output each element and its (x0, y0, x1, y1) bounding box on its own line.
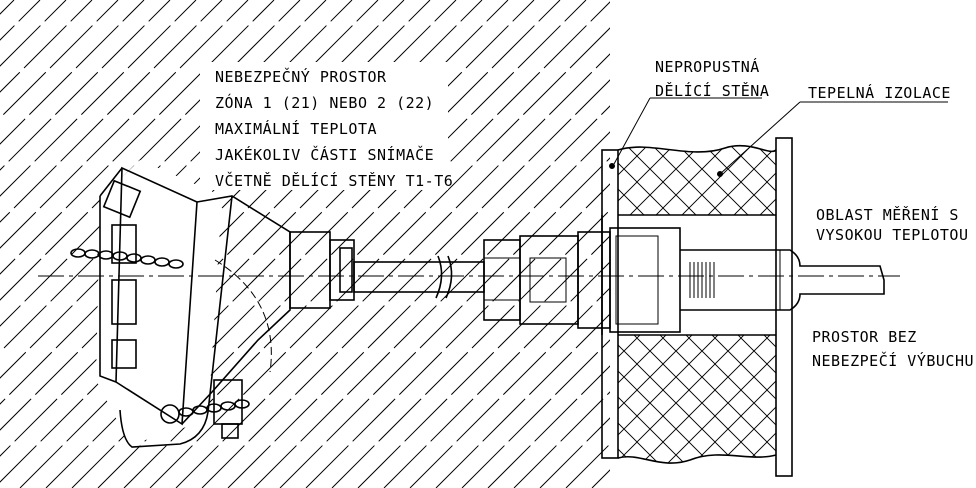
hatch-line (826, 0, 976, 488)
hatch-line (305, 0, 610, 488)
leader-lines (609, 97, 948, 177)
hatch-line (904, 0, 976, 488)
hatch-line (0, 0, 223, 488)
safe-area-label-1: PROSTOR BEZ (812, 328, 917, 346)
hatch-line (461, 0, 610, 488)
thermal-insulation-block (617, 137, 793, 477)
hatch-line (0, 0, 41, 488)
hatch-line (0, 0, 249, 488)
hatch-line (513, 0, 610, 488)
hatch-line (201, 0, 610, 488)
hazard-line-4: JAKÉKOLIV ČÁSTI SNÍMAČE (215, 145, 434, 164)
partition-label-2: DĚLÍCÍ STĚNA (655, 81, 769, 100)
hatch-line (435, 0, 610, 488)
insulation-label: TEPELNÁ IZOLACE (808, 83, 951, 102)
hatch-line (253, 0, 610, 488)
hazard-line-1: NEBEZPEČNÝ PROSTOR (215, 67, 387, 86)
hatch-line (852, 0, 976, 488)
hatch-line (227, 0, 610, 488)
hatch-line (0, 0, 145, 488)
hazard-text-backdrop (200, 62, 448, 190)
hatch-line (774, 0, 976, 488)
hatch-line (0, 0, 171, 488)
hatch-line (0, 0, 15, 488)
hatch-line (800, 0, 976, 488)
hatch-line (0, 0, 93, 488)
hazard-zone-label: NEBEZPEČNÝ PROSTOR ZÓNA 1 (21) NEBO 2 (2… (215, 67, 453, 190)
partition-label-1: NEPROPUSTNÁ (655, 57, 760, 76)
hatch-line (748, 0, 976, 488)
hatch-line (930, 0, 976, 488)
hatch-line (487, 0, 610, 488)
hatch-line (409, 0, 610, 488)
hatch-line (175, 0, 610, 488)
hazard-line-2: ZÓNA 1 (21) NEBO 2 (22) (215, 93, 434, 112)
hatch-line (149, 0, 610, 488)
sensor-shaft (289, 231, 611, 329)
hatch-line (0, 0, 275, 488)
thermowell (609, 227, 885, 333)
hatch-line (383, 0, 610, 488)
measurement-label-2: VYSOKOU TEPLOTOU (816, 226, 969, 244)
partition-wall (601, 149, 619, 459)
hatch-line (956, 0, 976, 488)
measurement-label-1: OBLAST MĚŘENÍ S (816, 205, 959, 224)
sensor-head (70, 160, 291, 448)
hatch-line (878, 0, 976, 488)
hatch-line (331, 0, 610, 488)
hazard-line-5: VČETNĚ DĚLÍCÍ STĚNY T1-T6 (215, 171, 453, 190)
hazard-line-3: MAXIMÁLNÍ TEPLOTA (215, 119, 377, 138)
safe-area-label-2: NEBEZPEČÍ VÝBUCHU (812, 351, 974, 370)
hatch-line (279, 0, 610, 488)
hatch-line (0, 0, 197, 488)
hatch-line (0, 0, 119, 488)
